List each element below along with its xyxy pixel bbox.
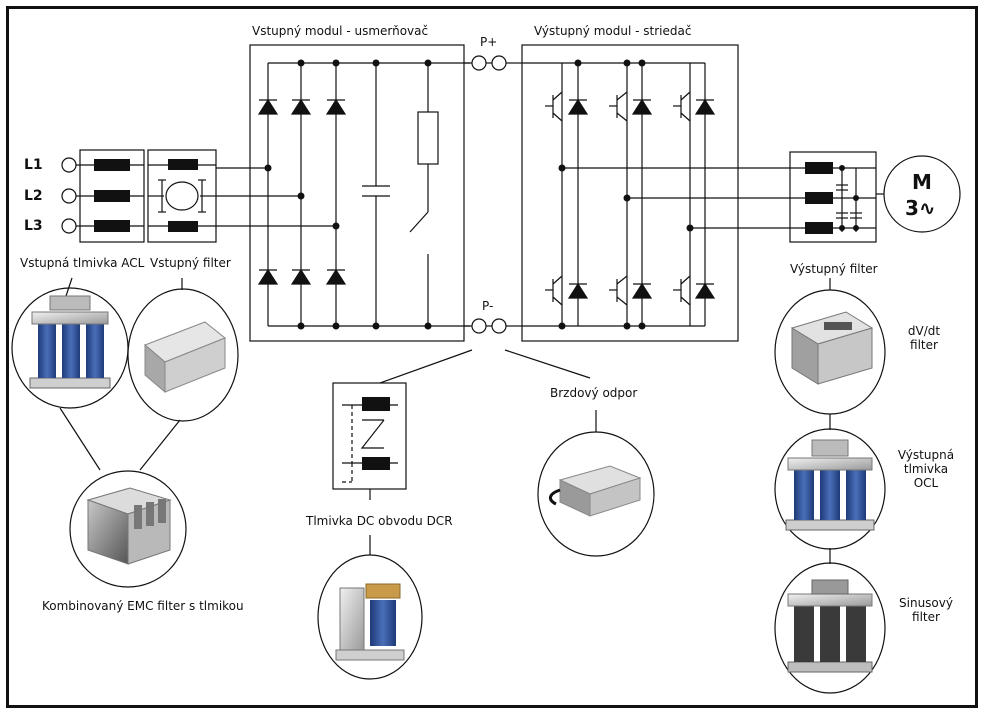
input-module-box	[249, 44, 465, 342]
l1-label: L1	[24, 157, 43, 173]
l2-label: L2	[24, 188, 43, 204]
motor-3phase-label: 3∿	[905, 196, 936, 220]
dvdt-filter-label: dV/dt filter	[907, 324, 941, 352]
l3-label: L3	[24, 218, 43, 234]
photo-emc	[69, 470, 187, 588]
photo-sine	[774, 562, 886, 694]
photo-brake	[537, 431, 655, 557]
photo-dcr	[317, 554, 423, 680]
acl-choke-image	[29, 295, 111, 389]
ocl-choke-image	[785, 439, 875, 531]
dvdt-filter-image	[790, 311, 874, 385]
photo-ocl	[774, 428, 886, 550]
input-filter-image	[144, 321, 226, 394]
terminal-l2	[61, 188, 77, 204]
output-module-label: Výstupný modul - striedač	[534, 24, 692, 38]
motor-m-label: M	[912, 170, 932, 194]
output-filter-box	[789, 151, 877, 243]
outer-frame-bottom	[6, 705, 978, 708]
input-choke-label: Vstupná tlmivka ACL	[20, 256, 145, 270]
input-module-label: Vstupný modul - usmerňovač	[252, 24, 429, 38]
output-filter-label: Výstupný filter	[790, 262, 878, 276]
input-filter-label: Vstupný filter	[150, 256, 231, 270]
combined-emc-label: Kombinovaný EMC filter s tlmikou	[42, 599, 244, 613]
brake-resistor-image	[549, 465, 642, 517]
output-module-box	[521, 44, 739, 342]
photo-dvdt	[774, 289, 886, 415]
terminal-l3	[61, 218, 77, 234]
photo-input-filter	[127, 288, 239, 422]
brake-resistor-label: Brzdový odpor	[550, 386, 638, 400]
p-plus-label: P+	[480, 35, 498, 49]
dc-choke-label: Tlmivka DC obvodu DCR	[306, 514, 453, 528]
dcr-choke-image	[335, 583, 405, 661]
emc-filter-image	[86, 487, 172, 565]
output-choke-label: Výstupná tlmivka OCL	[897, 448, 955, 490]
sine-filter-image	[787, 579, 873, 673]
sine-filter-label: Sinusový filter	[899, 596, 953, 624]
p-minus-label: P-	[482, 299, 494, 313]
motor-symbol	[883, 155, 961, 233]
terminal-l1	[61, 157, 77, 173]
outer-frame	[6, 6, 978, 708]
